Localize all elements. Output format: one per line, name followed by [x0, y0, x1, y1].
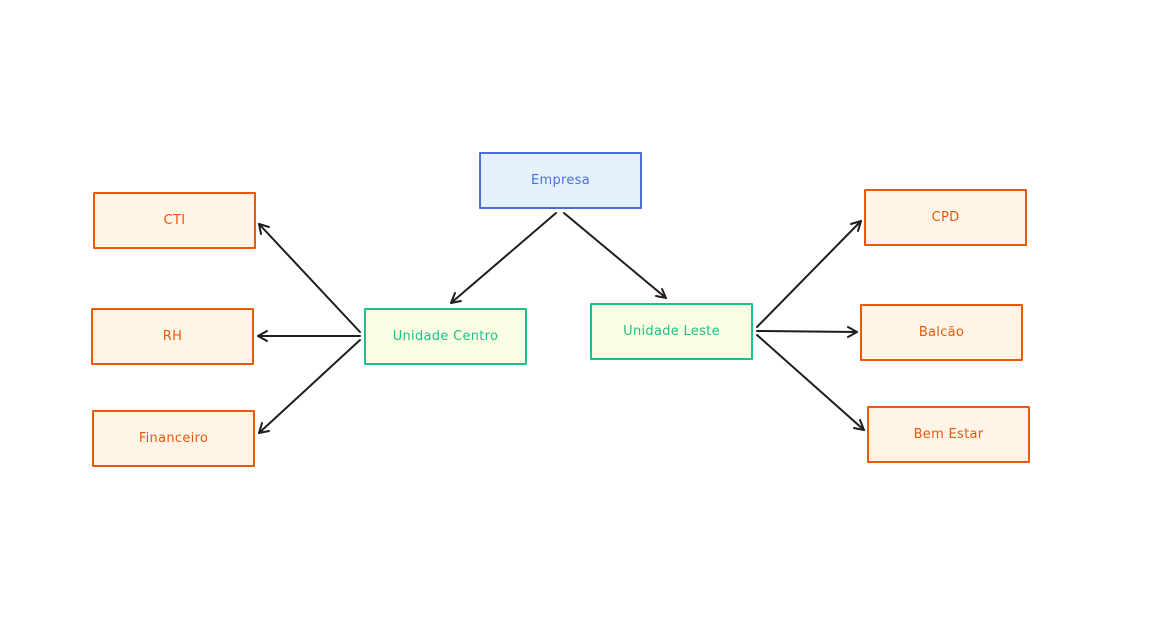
node-rh[interactable]: RH — [91, 308, 254, 365]
edge-empresa-leste[interactable] — [563, 212, 667, 299]
node-empresa[interactable]: Empresa — [479, 152, 642, 209]
node-cti[interactable]: CTI — [93, 192, 256, 249]
edge-centro-rh[interactable] — [257, 330, 361, 342]
node-cpd-label: CPD — [931, 210, 960, 225]
node-unidade-centro[interactable]: Unidade Centro — [364, 308, 527, 365]
edge-leste-bem-estar[interactable] — [756, 334, 865, 431]
node-bem-estar-label: Bem Estar — [913, 427, 984, 442]
node-balcao[interactable]: Balcão — [860, 304, 1023, 361]
node-empresa-label: Empresa — [530, 173, 591, 188]
edge-empresa-centro[interactable] — [450, 212, 557, 304]
node-bem-estar[interactable]: Bem Estar — [867, 406, 1030, 463]
edge-leste-cpd[interactable] — [756, 220, 862, 328]
node-unidade-centro-label: Unidade Centro — [392, 329, 499, 344]
edge-leste-balcao[interactable] — [756, 326, 858, 338]
node-rh-label: RH — [162, 329, 183, 344]
node-cpd[interactable]: CPD — [864, 189, 1027, 246]
node-financeiro-label: Financeiro — [138, 431, 209, 446]
edge-centro-financeiro[interactable] — [258, 339, 361, 434]
node-unidade-leste-label: Unidade Leste — [623, 324, 720, 339]
node-cti-label: CTI — [163, 213, 186, 228]
node-balcao-label: Balcão — [918, 325, 965, 340]
edge-centro-cti[interactable] — [258, 223, 361, 333]
node-unidade-leste[interactable]: Unidade Leste — [590, 303, 753, 360]
node-financeiro[interactable]: Financeiro — [92, 410, 255, 467]
